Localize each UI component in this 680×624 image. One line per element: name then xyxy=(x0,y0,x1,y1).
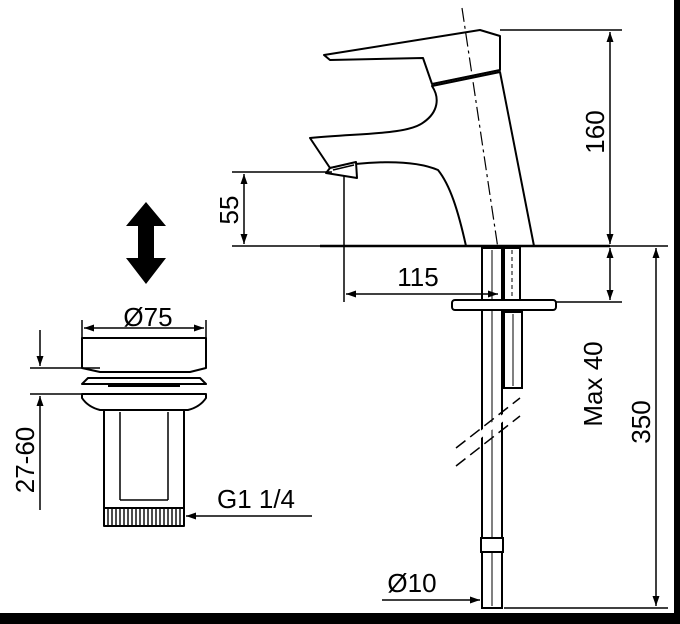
dim-27-60 xyxy=(30,330,100,510)
waste-flange xyxy=(81,377,207,385)
waste-body xyxy=(103,409,185,509)
mounting-assembly xyxy=(451,247,557,609)
waste-cap xyxy=(81,337,207,373)
popup-waste xyxy=(81,337,207,527)
hose-ferrule xyxy=(480,537,504,553)
dim-diameter75-label: Ø75 xyxy=(123,302,172,332)
dim-160 xyxy=(500,29,622,244)
dim-27-60-label: 27-60 xyxy=(10,427,40,494)
dim-160-label: 160 xyxy=(580,110,610,153)
break-lines xyxy=(455,397,521,467)
dim-55 xyxy=(232,171,332,244)
up-down-arrow-icon xyxy=(126,202,166,284)
dim-55-label: 55 xyxy=(214,196,244,225)
thread-hatch xyxy=(107,509,181,525)
dim-350-label: 350 xyxy=(626,400,656,443)
dim-diameter10-label: Ø10 xyxy=(387,568,436,598)
center-axis xyxy=(461,7,501,263)
mounting-washer xyxy=(451,299,557,311)
dim-max40-label: Max 40 xyxy=(578,341,608,426)
dim-thread-label: G1 1/4 xyxy=(217,484,295,514)
dim-350 xyxy=(504,248,668,609)
dim-max40 xyxy=(556,248,622,303)
dim-115-label: 115 xyxy=(397,262,438,292)
dim-diameter75 xyxy=(81,320,207,338)
drawing-sheet xyxy=(0,0,674,613)
dim-115 xyxy=(343,176,498,302)
faucet xyxy=(309,7,535,263)
